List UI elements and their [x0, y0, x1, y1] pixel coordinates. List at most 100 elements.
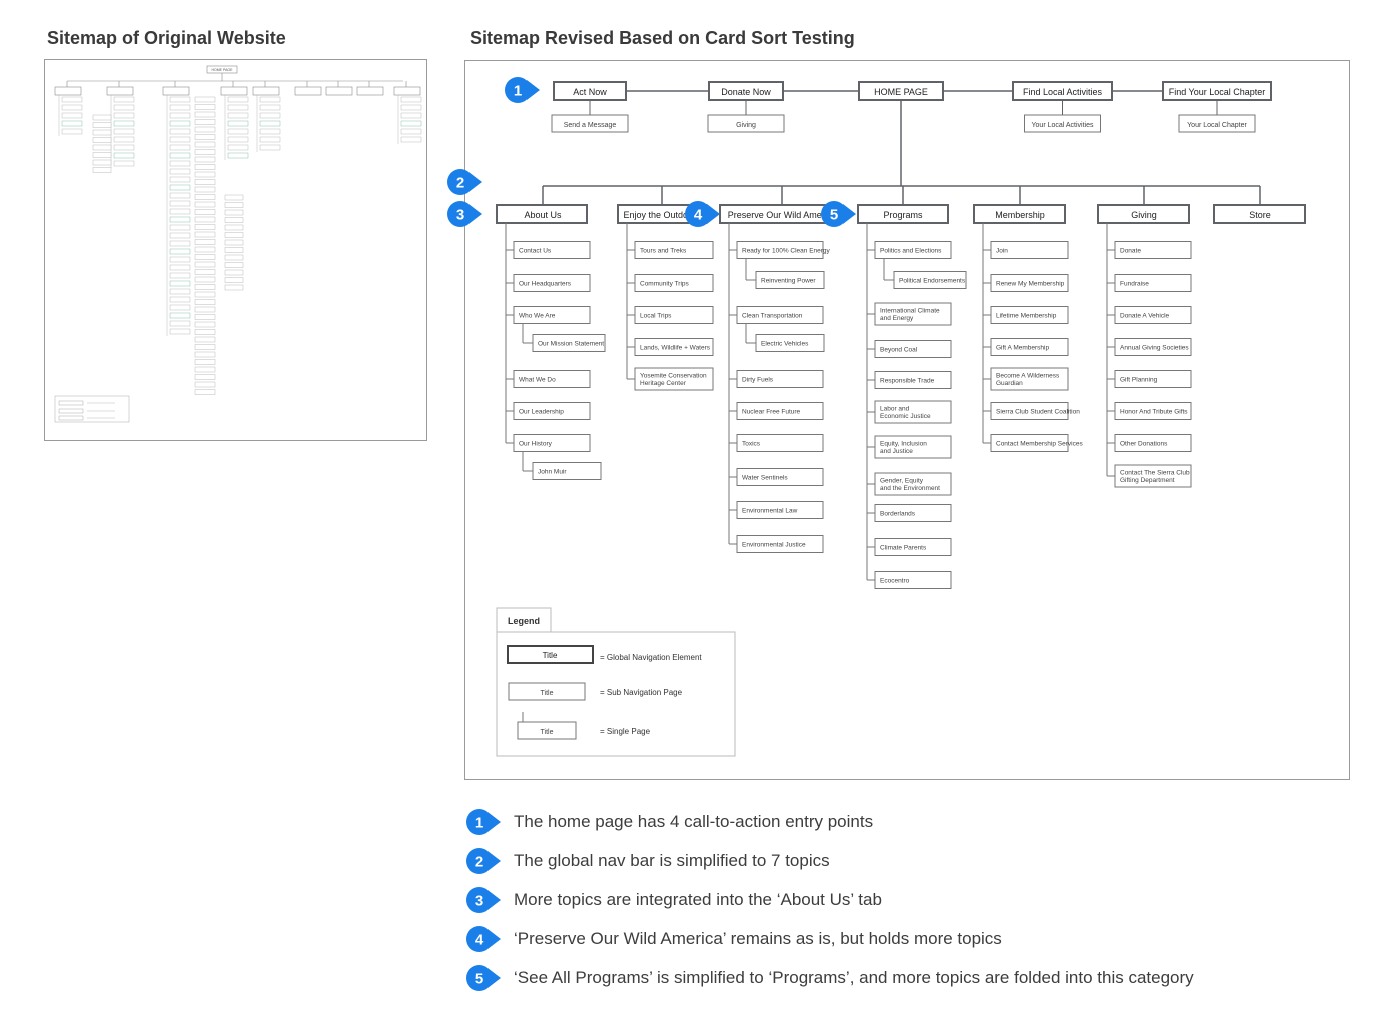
single-john-muir-label: John Muir [538, 468, 567, 475]
orig-page-node [92, 152, 112, 158]
finding-badge-1-shape: 1 [466, 809, 501, 835]
page-join-label: Join [996, 247, 1008, 254]
orig-page-node [194, 171, 216, 178]
orig-page-node [227, 96, 249, 103]
nav-preserve-our-wild-america-label: Preserve Our Wild America [728, 210, 837, 220]
callout-badge-2-number: 2 [456, 175, 464, 192]
orig-page-node [61, 104, 83, 111]
page-environmental-law-label: Environmental Law [742, 507, 798, 514]
orig-page-node [113, 160, 135, 167]
page-gift-a-membership [990, 338, 1069, 356]
orig-page-node [194, 141, 216, 148]
orig-page-node [227, 120, 249, 127]
top-node-find-local-activities-label: Find Local Activities [1023, 87, 1103, 97]
orig-page-node [169, 232, 191, 239]
orig-page-node [169, 144, 191, 151]
page-what-we-do [513, 370, 591, 388]
finding-item-5: 5‘See All Programs’ is simplified to ‘Pr… [464, 961, 1344, 993]
callout-badge-3-pointer [469, 204, 482, 224]
finding-badge-2: 2 [466, 848, 501, 874]
orig-page-node [194, 231, 216, 238]
page-politics-and-elections-label: Politics and Elections [880, 247, 942, 254]
orig-page-node [194, 269, 216, 275]
single-our-mission-statement-label: Our Mission Statement [538, 340, 604, 347]
legend-tab [496, 607, 552, 633]
orig-page-node [92, 137, 112, 143]
legend-single-sample [517, 721, 577, 740]
orig-page-node [259, 128, 281, 135]
orig-nav-node [54, 86, 82, 96]
page-honor-and-tribute-gifts [1114, 402, 1192, 420]
page-other-donations-label: Other Donations [1120, 440, 1168, 447]
page-lands-wildlife-waters-label: Lands, Wildlife + Waters [640, 344, 711, 351]
finding-text: ‘Preserve Our Wild America’ remains as i… [514, 929, 1002, 948]
orig-page-node [194, 164, 216, 170]
single-john-muir [532, 462, 602, 480]
orig-page-node [61, 112, 83, 119]
orig-page-node [259, 136, 281, 143]
finding-badge-3-shape-number: 3 [475, 893, 483, 910]
page-environmental-justice [736, 535, 824, 553]
page-our-history-label: Our History [519, 440, 553, 447]
orig-page-node [227, 112, 249, 119]
page-beyond-coal-label: Beyond Coal [880, 346, 918, 353]
sub-node-your-local-chapter-label: Your Local Chapter [1187, 122, 1247, 129]
orig-page-node [194, 359, 216, 365]
legend-title: Legend [508, 616, 540, 626]
page-equity-inclusion-and-justice [874, 435, 952, 459]
top-node-act-now-label: Act Now [573, 87, 607, 97]
orig-page-node [194, 186, 216, 193]
sub-node-your-local-chapter [1178, 114, 1256, 133]
original-sitemap-thumbnail: HOME PAGE [44, 59, 427, 441]
page-ecocentro-label: Ecocentro [880, 577, 910, 584]
orig-page-node [224, 232, 244, 238]
finding-badge-4-shape-pointer [488, 929, 501, 949]
callout-badge-1: 1 [505, 77, 540, 103]
finding-badge-2-shape-pointer [488, 851, 501, 871]
callout-badge-3: 3 [447, 201, 482, 227]
finding-badge-3: 3 [466, 887, 501, 913]
revised-sitemap-heading: Sitemap Revised Based on Card Sort Testi… [470, 28, 855, 48]
page-clean-transportation-label: Clean Transportation [742, 312, 803, 319]
orig-page-node [169, 184, 191, 191]
orig-page-node [169, 296, 191, 303]
page-international-climate-and-energy [874, 302, 952, 326]
single-reinventing-power [755, 271, 825, 289]
page-honor-and-tribute-gifts-label: Honor And Tribute Gifts [1120, 408, 1188, 415]
orig-page-node [169, 240, 191, 247]
orig-page-node [259, 96, 281, 103]
single-electric-vehicles [755, 334, 825, 352]
orig-nav-node [356, 86, 384, 96]
finding-text: The global nav bar is simplified to 7 to… [514, 851, 830, 870]
orig-page-node [400, 136, 422, 143]
orig-page-node [169, 96, 191, 103]
orig-page-node [169, 256, 191, 263]
orig-page-node [194, 119, 216, 125]
sub-node-giving-label: Giving [736, 122, 756, 129]
orig-page-node [194, 284, 216, 290]
orig-page-node [194, 306, 216, 313]
orig-page-node [169, 160, 191, 167]
page-community-trips-label: Community Trips [640, 280, 690, 287]
orig-nav-node [325, 86, 353, 96]
page-environmental-law [736, 501, 824, 519]
page-contact-us-label: Contact Us [519, 247, 552, 254]
orig-page-node [224, 202, 244, 208]
orig-page-node [194, 344, 216, 350]
orig-page-node [194, 149, 216, 155]
orig-page-node [224, 247, 244, 253]
orig-page-node [194, 336, 216, 343]
orig-page-node [92, 129, 112, 136]
single-our-mission-statement [532, 334, 606, 352]
orig-page-node [169, 168, 191, 175]
nav-about-us [496, 204, 588, 224]
orig-legend-sample [58, 400, 84, 406]
orig-page-node [224, 254, 244, 261]
orig-page-node [169, 136, 191, 143]
orig-page-node [169, 320, 191, 327]
orig-home-label: HOME PAGE [212, 68, 234, 72]
orig-page-node [113, 144, 135, 151]
finding-badge-1-shape-pointer [488, 812, 501, 832]
